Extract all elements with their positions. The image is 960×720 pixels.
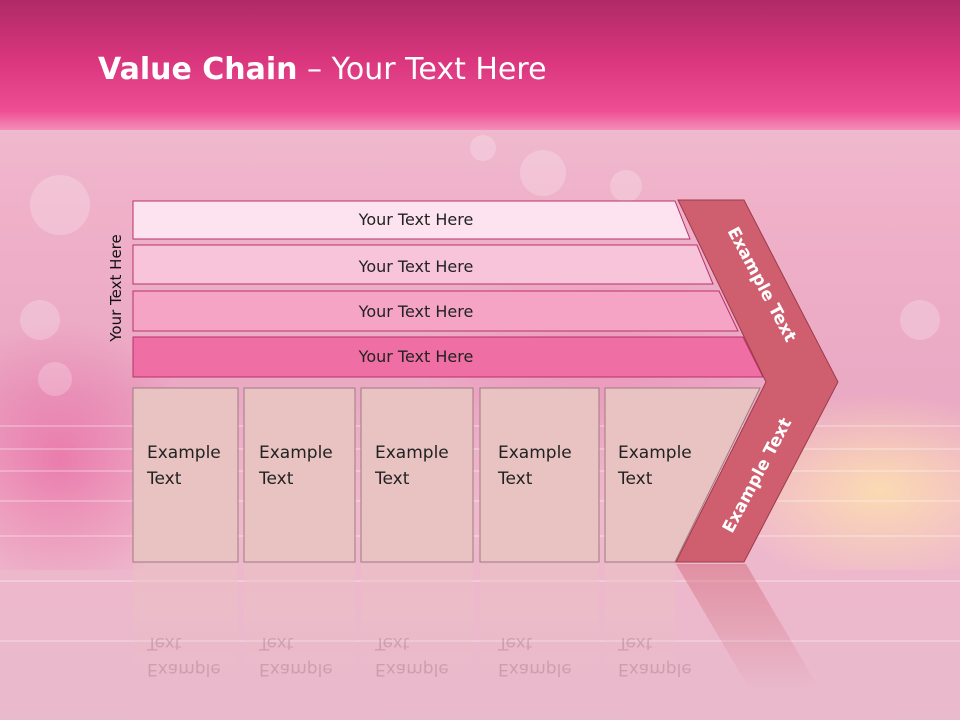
reflection-line1: Example — [498, 659, 572, 679]
reflection-line2: Text — [147, 633, 182, 653]
box-reflection — [480, 564, 599, 684]
box-text-line1: Example — [498, 443, 572, 463]
arrow-reflection — [676, 564, 820, 690]
bokeh-circle — [520, 150, 566, 196]
box-text-line2: Text — [147, 469, 182, 489]
box-reflection — [244, 564, 355, 684]
chevron-arrow — [675, 199, 839, 563]
box-text-line1: Example — [147, 443, 221, 463]
reflection-line2: Text — [498, 633, 533, 653]
box-text-1: Example Text — [147, 440, 221, 492]
box-text-3: Example Text — [375, 440, 449, 492]
bokeh-circle — [610, 170, 642, 202]
box-text-line1: Example — [259, 443, 333, 463]
reflection-line1: Example — [618, 659, 692, 679]
activity-box-1 — [132, 387, 239, 563]
reflection — [133, 564, 820, 690]
box-text-line1: Example — [618, 443, 692, 463]
bokeh-circle — [38, 362, 72, 396]
reflection-line2: Text — [375, 633, 410, 653]
box-text-reflection: Example Text — [375, 630, 449, 682]
box-reflection — [361, 564, 473, 684]
title-bar — [0, 0, 960, 130]
box-text-4: Example Text — [498, 440, 572, 492]
reflection-line1: Example — [147, 659, 221, 679]
box-text-reflection: Example Text — [259, 630, 333, 682]
box-text-reflection: Example Text — [498, 630, 572, 682]
activity-box-4 — [479, 387, 600, 563]
row-label-1: Your Text Here — [358, 210, 474, 229]
box-text-line2: Text — [498, 469, 533, 489]
page-title: Value Chain – Your Text Here — [98, 52, 547, 87]
box-text-line2: Text — [618, 469, 653, 489]
box-text-line1: Example — [375, 443, 449, 463]
reflection-line2: Text — [259, 633, 294, 653]
row-bar-1 — [132, 200, 691, 240]
row-label-4: Your Text Here — [358, 347, 474, 366]
box-text-2: Example Text — [259, 440, 333, 492]
box-text-reflection: Example Text — [147, 630, 221, 682]
box-text-line2: Text — [259, 469, 294, 489]
box-text-reflection: Example Text — [618, 630, 692, 682]
page-title-rest: – Your Text Here — [297, 52, 547, 87]
reflection-line2: Text — [618, 633, 653, 653]
bokeh-circle — [900, 300, 940, 340]
row-bar-2 — [132, 244, 714, 285]
reflection-line1: Example — [259, 659, 333, 679]
box-reflection — [133, 564, 238, 684]
box-reflection — [605, 564, 675, 684]
row-label-3: Your Text Here — [358, 302, 474, 321]
page-title-bold: Value Chain — [98, 52, 298, 87]
bokeh-circle — [470, 135, 496, 161]
row-label-2: Your Text Here — [358, 257, 474, 276]
activity-box-2 — [243, 387, 356, 563]
activity-box-5 — [604, 387, 761, 563]
reflection-line1: Example — [375, 659, 449, 679]
row-bar-3 — [132, 290, 739, 332]
box-text-line2: Text — [375, 469, 410, 489]
row-bar-4 — [132, 336, 764, 378]
box-text-5: Example Text — [618, 440, 692, 492]
bokeh-circle — [30, 175, 90, 235]
bokeh-circle — [20, 300, 60, 340]
activity-box-3 — [360, 387, 474, 563]
